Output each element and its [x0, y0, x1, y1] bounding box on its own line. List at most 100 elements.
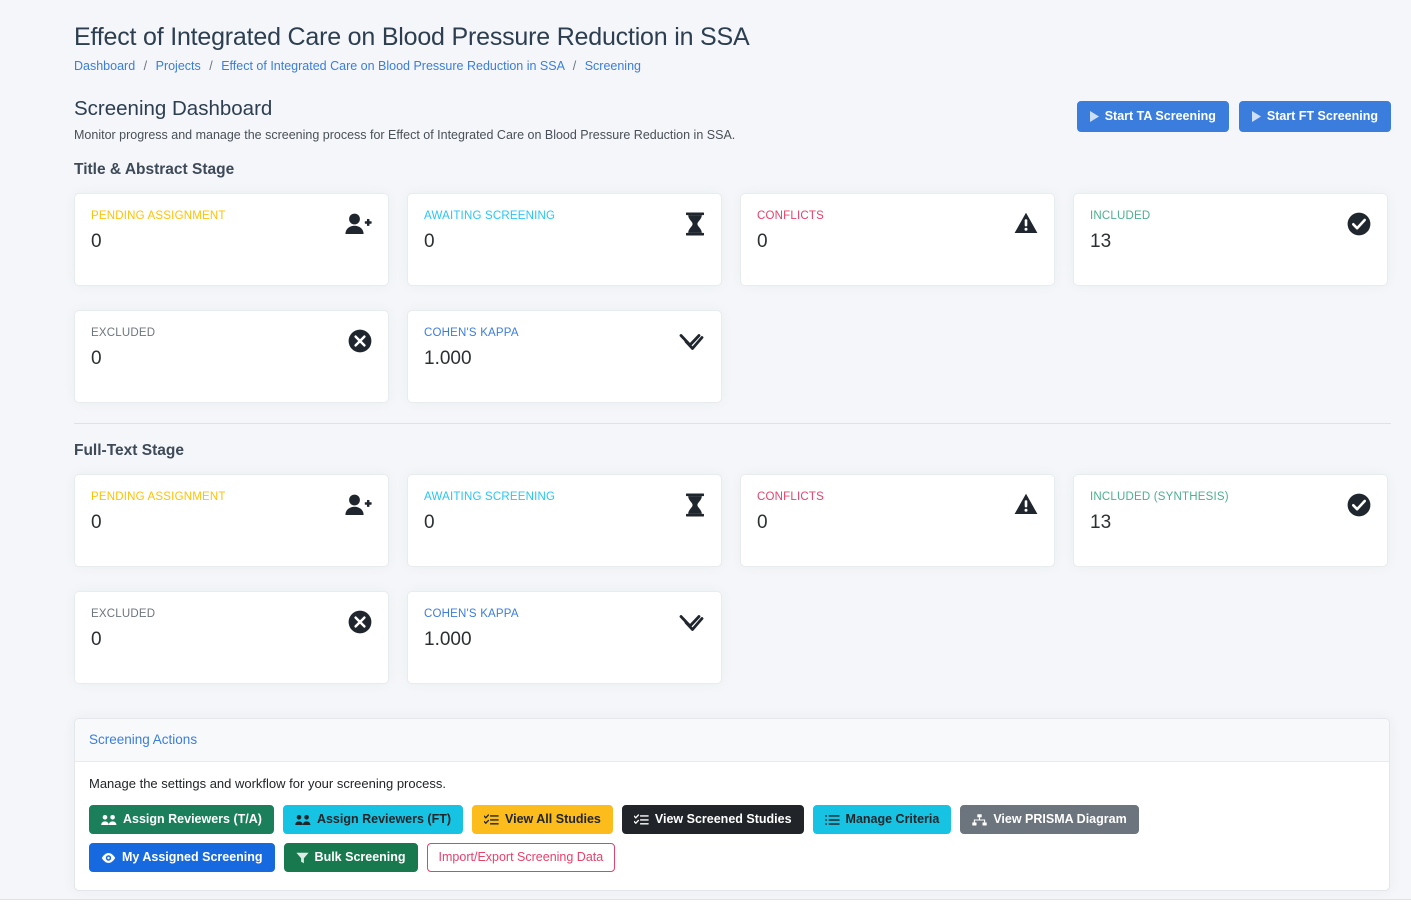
page-title: Screening Dashboard — [74, 97, 273, 121]
warning-triangle-icon — [1014, 212, 1038, 234]
start-ta-screening-button[interactable]: Start TA Screening — [1076, 101, 1229, 133]
ft-stage-cards-row-1: PENDING ASSIGNMENT 0 AWAITING SCREENING … — [74, 474, 1391, 568]
stat-card-ft-conflicts[interactable]: CONFLICTS 0 — [740, 474, 1055, 568]
breadcrumb-separator: / — [572, 59, 577, 73]
manage-criteria-button[interactable]: Manage Criteria — [812, 805, 952, 835]
users-icon — [101, 814, 117, 826]
stat-card-text: AWAITING SCREENING 0 — [424, 491, 555, 535]
view-all-studies-button[interactable]: View All Studies — [472, 805, 613, 835]
stat-card-ft-pending-assignment[interactable]: PENDING ASSIGNMENT 0 — [74, 474, 389, 568]
stat-label: CONFLICTS — [757, 491, 824, 504]
stat-card-text: COHEN'S KAPPA 1.000 — [424, 608, 519, 652]
breadcrumb: Dashboard / Projects / Effect of Integra… — [74, 58, 1391, 74]
stat-card-ta-pending-assignment[interactable]: PENDING ASSIGNMENT 0 — [74, 193, 389, 287]
stat-card-ta-awaiting-screening[interactable]: AWAITING SCREENING 0 — [407, 193, 722, 287]
start-ta-screening-label: Start TA Screening — [1104, 109, 1216, 124]
manage-criteria-label: Manage Criteria — [845, 812, 940, 827]
breadcrumb-separator: / — [143, 59, 148, 73]
page-subtitle: Monitor progress and manage the screenin… — [74, 127, 736, 142]
stat-card-ft-awaiting-screening[interactable]: AWAITING SCREENING 0 — [407, 474, 722, 568]
stat-label: EXCLUDED — [91, 327, 156, 340]
ft-stage-title: Full-Text Stage — [74, 442, 184, 460]
user-plus-icon — [345, 493, 372, 517]
stat-label: PENDING ASSIGNMENT — [91, 491, 226, 504]
bulk-screening-button[interactable]: Bulk Screening — [283, 843, 418, 873]
page-header-text: Screening Dashboard Monitor progress and… — [74, 96, 735, 143]
stat-card-ft-cohens-kappa[interactable]: COHEN'S KAPPA 1.000 — [407, 591, 722, 685]
stat-card-ta-included[interactable]: INCLUDED 13 — [1073, 193, 1388, 287]
stat-card-text: AWAITING SCREENING 0 — [424, 210, 555, 254]
page-header: Screening Dashboard Monitor progress and… — [74, 96, 1391, 143]
stat-card-ta-cohens-kappa[interactable]: COHEN'S KAPPA 1.000 — [407, 310, 722, 404]
screening-actions-panel-header: Screening Actions — [75, 719, 1389, 763]
screening-actions-description: Manage the settings and workflow for you… — [89, 776, 446, 792]
stat-card-ta-excluded[interactable]: EXCLUDED 0 — [74, 310, 389, 404]
hourglass-icon — [685, 212, 705, 236]
stat-card-text: CONFLICTS 0 — [757, 210, 824, 254]
import-export-screening-data-button[interactable]: Import/Export Screening Data — [426, 843, 616, 873]
stat-label: CONFLICTS — [757, 210, 824, 223]
stat-card-text: EXCLUDED 0 — [91, 327, 155, 371]
user-plus-icon — [345, 212, 372, 236]
breadcrumb-item-project[interactable]: Effect of Integrated Care on Blood Press… — [221, 59, 565, 73]
my-assigned-screening-button[interactable]: My Assigned Screening — [89, 843, 275, 873]
start-ft-screening-button[interactable]: Start FT Screening — [1238, 101, 1391, 133]
stat-value: 0 — [91, 628, 102, 650]
screening-actions-row-2: My Assigned Screening Bulk Screening Imp… — [89, 843, 1375, 873]
assign-reviewers-ta-label: Assign Reviewers (T/A) — [123, 812, 262, 827]
stat-label: AWAITING SCREENING — [424, 491, 556, 504]
stat-card-ft-excluded[interactable]: EXCLUDED 0 — [74, 591, 389, 685]
ta-stage-cards-row-2: EXCLUDED 0 COHEN'S KAPPA 1.000 — [74, 310, 1391, 404]
stat-value: 13 — [1090, 511, 1112, 533]
stat-card-ta-conflicts[interactable]: CONFLICTS 0 — [740, 193, 1055, 287]
check-circle-icon — [1347, 212, 1371, 236]
warning-triangle-icon — [1014, 493, 1038, 515]
breadcrumb-item-screening[interactable]: Screening — [584, 59, 641, 73]
stat-label: COHEN'S KAPPA — [424, 608, 519, 621]
stat-value: 0 — [91, 347, 102, 369]
page-footer-divider — [0, 899, 1411, 909]
assign-reviewers-ta-button[interactable]: Assign Reviewers (T/A) — [89, 805, 274, 835]
view-screened-studies-label: View Screened Studies — [654, 812, 792, 827]
view-screened-studies-button[interactable]: View Screened Studies — [621, 805, 804, 835]
stat-value: 0 — [91, 230, 102, 252]
start-ft-screening-label: Start FT Screening — [1266, 109, 1378, 124]
times-circle-icon — [348, 329, 372, 353]
stat-label: COHEN'S KAPPA — [424, 327, 519, 340]
stat-card-text: PENDING ASSIGNMENT 0 — [91, 210, 226, 254]
breadcrumb-item-dashboard[interactable]: Dashboard — [74, 59, 136, 73]
stat-card-text: COHEN'S KAPPA 1.000 — [424, 327, 519, 371]
ft-stage-cards-row-2: EXCLUDED 0 COHEN'S KAPPA 1.000 — [74, 591, 1391, 685]
stat-card-text: INCLUDED (SYNTHESIS) 13 — [1090, 491, 1229, 535]
double-check-icon — [679, 610, 705, 634]
screening-actions-panel-body: Manage the settings and workflow for you… — [75, 762, 1389, 890]
stat-card-ft-included-synthesis[interactable]: INCLUDED (SYNTHESIS) 13 — [1073, 474, 1388, 568]
stat-label: INCLUDED — [1090, 210, 1151, 223]
stat-label: INCLUDED (SYNTHESIS) — [1090, 491, 1229, 504]
breadcrumb-separator: / — [209, 59, 213, 73]
assign-reviewers-ft-button[interactable]: Assign Reviewers (FT) — [282, 805, 464, 835]
screening-actions-row-1: Assign Reviewers (T/A) Assign Reviewers … — [89, 805, 1375, 835]
view-prisma-diagram-label: View PRISMA Diagram — [993, 812, 1127, 827]
stat-value: 0 — [757, 511, 768, 533]
stat-value: 0 — [91, 511, 102, 533]
tasks-icon — [633, 813, 649, 826]
stat-value: 13 — [1090, 230, 1112, 252]
page-header-actions: Start TA Screening Start FT Screening — [1076, 96, 1391, 133]
screening-actions-title: Screening Actions — [89, 732, 198, 748]
breadcrumb-item-projects[interactable]: Projects — [155, 59, 201, 73]
stat-label: PENDING ASSIGNMENT — [91, 210, 226, 223]
import-export-screening-data-label: Import/Export Screening Data — [438, 850, 604, 865]
check-circle-icon — [1347, 493, 1371, 517]
stat-card-text: CONFLICTS 0 — [757, 491, 824, 535]
screening-actions-panel: Screening Actions Manage the settings an… — [74, 718, 1390, 892]
stat-label: AWAITING SCREENING — [424, 210, 556, 223]
stat-value: 0 — [757, 230, 768, 252]
times-circle-icon — [348, 610, 372, 634]
view-prisma-diagram-button[interactable]: View PRISMA Diagram — [960, 805, 1139, 835]
play-icon — [1089, 111, 1099, 123]
filter-icon — [295, 852, 309, 864]
sitemap-icon — [972, 813, 988, 826]
